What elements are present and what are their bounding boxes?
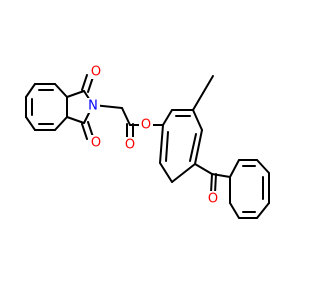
atom-n-imide-label: N bbox=[88, 99, 98, 114]
bond bbox=[121, 107, 131, 126]
atom-o-top: O bbox=[89, 64, 103, 80]
bond bbox=[25, 116, 36, 131]
atom-o-ester-label: O bbox=[141, 118, 151, 133]
bond bbox=[66, 90, 85, 98]
atom-o-ketone-bg bbox=[206, 191, 220, 206]
atom-o-ester: O bbox=[139, 117, 153, 133]
bond bbox=[229, 159, 240, 178]
bond bbox=[165, 131, 169, 162]
bond bbox=[87, 121, 94, 138]
bond bbox=[81, 74, 88, 91]
molecule-structure: O N O O O O bbox=[25, 64, 270, 219]
bond bbox=[189, 133, 197, 162]
bond bbox=[159, 162, 173, 183]
bond bbox=[192, 92, 204, 111]
atom-n-imide: N bbox=[86, 98, 100, 114]
atom-o-ester-carbonyl: O bbox=[123, 137, 137, 153]
atom-labels: O N O O O O bbox=[86, 64, 220, 207]
atom-o-ketone-label: O bbox=[208, 192, 218, 207]
bond bbox=[54, 83, 68, 98]
bonds bbox=[25, 74, 270, 219]
atom-o-bottom-bg bbox=[89, 135, 103, 150]
atom-o-bottom-label: O bbox=[91, 136, 101, 151]
bond bbox=[171, 163, 196, 183]
bond bbox=[229, 202, 240, 219]
atom-o-ketone: O bbox=[206, 191, 220, 207]
atom-o-top-label: O bbox=[91, 65, 101, 80]
bond bbox=[87, 76, 94, 93]
bond bbox=[194, 129, 203, 165]
bond bbox=[192, 109, 203, 131]
bond bbox=[25, 83, 36, 98]
bond bbox=[66, 116, 85, 124]
bond bbox=[202, 75, 214, 94]
bond bbox=[210, 173, 213, 194]
bond bbox=[159, 124, 164, 164]
bond bbox=[211, 173, 231, 178]
atom-o-ester-bg bbox=[139, 117, 153, 132]
atom-o-top-bg bbox=[89, 64, 103, 79]
atom-n-imide-bg bbox=[86, 98, 100, 113]
bond bbox=[81, 123, 88, 140]
bond bbox=[194, 163, 213, 175]
bond bbox=[256, 202, 270, 219]
atom-o-ester-carbonyl-bg bbox=[123, 137, 137, 152]
bond bbox=[214, 173, 217, 194]
bond bbox=[162, 109, 173, 126]
atom-o-ester-carbonyl-label: O bbox=[125, 138, 135, 153]
atom-o-bottom: O bbox=[89, 135, 103, 151]
bond bbox=[256, 159, 270, 174]
bond bbox=[54, 116, 68, 131]
